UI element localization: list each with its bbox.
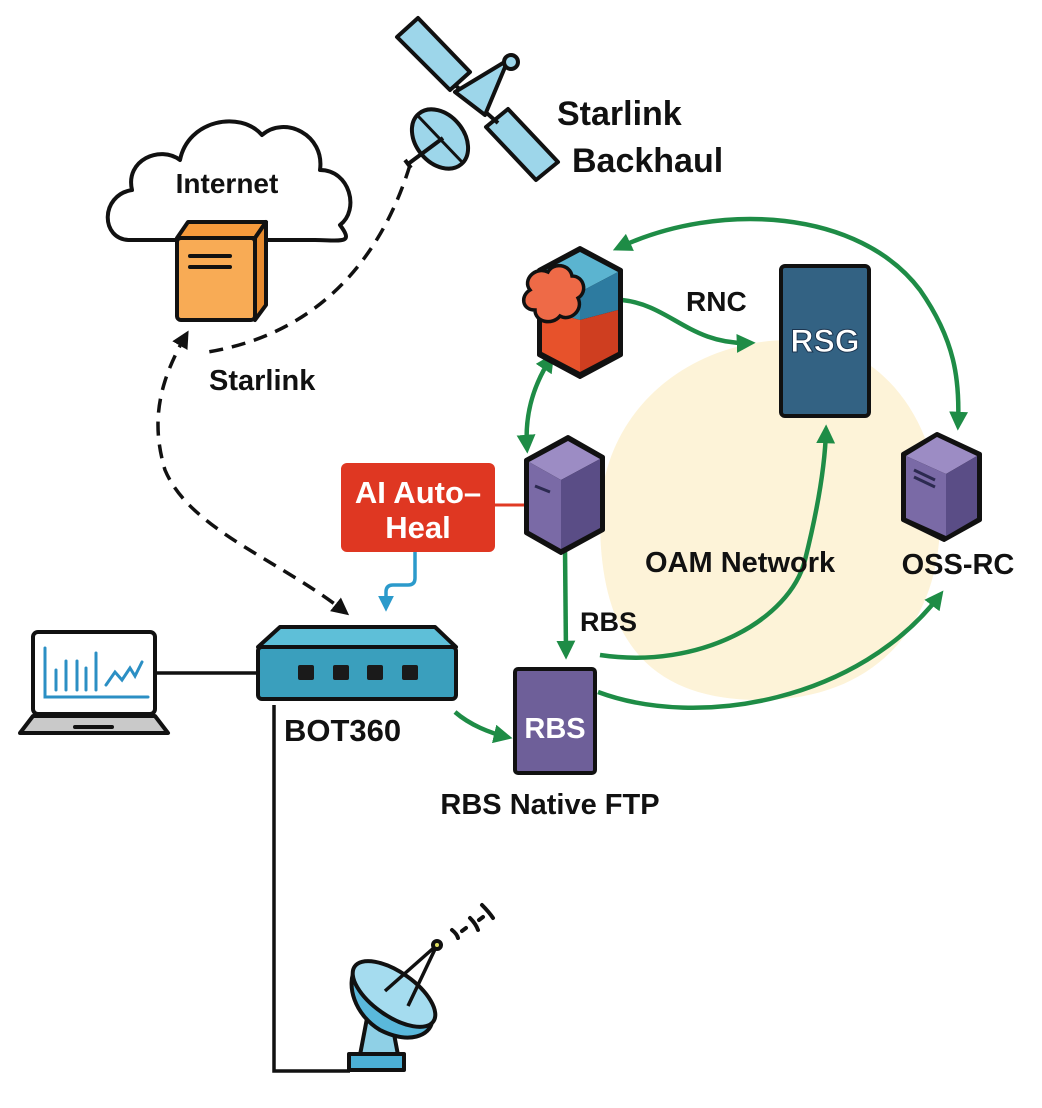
ai-auto-heal[interactable]: AI Auto– Heal <box>341 463 495 552</box>
satellite-icon <box>395 16 560 182</box>
laptop[interactable] <box>18 630 170 735</box>
brain-icon <box>522 263 586 324</box>
ai-label-line2: Heal <box>385 510 450 545</box>
ai-label-line1: AI Auto– <box>355 475 481 510</box>
starlink-link <box>156 330 350 616</box>
rack-icon <box>513 667 597 775</box>
rbs-oss-link <box>597 590 944 711</box>
oam-rbs-link <box>556 547 576 660</box>
rnc-server[interactable]: RNC <box>522 246 747 379</box>
signal-waves-icon <box>450 903 495 940</box>
bot360-dish-link <box>272 705 350 1073</box>
rbs-rsg-link <box>599 424 836 660</box>
rsg[interactable]: RSG <box>779 264 871 418</box>
bot360-label: BOT360 <box>284 713 401 748</box>
rbs-native-ftp-label: RBS Native FTP <box>440 789 659 821</box>
rbs-link-label: RBS <box>580 607 637 637</box>
bot360[interactable]: BOT360 <box>256 625 458 748</box>
bot360-rbs-link <box>453 710 513 744</box>
ai-auto-heal-box <box>341 463 495 552</box>
port-icon <box>402 665 418 680</box>
server-icon <box>175 220 268 322</box>
internet-server[interactable] <box>175 220 268 322</box>
internet-label: Internet <box>176 168 279 199</box>
port-icon <box>333 665 349 680</box>
port-icon <box>298 665 314 680</box>
rnc-rsg-link <box>621 297 756 353</box>
starlink-link-label: Starlink <box>209 365 316 397</box>
oss-rc-label: OSS-RC <box>902 549 1015 581</box>
oss-rnc-link <box>612 216 969 431</box>
satellite-label-line2: Backhaul <box>572 142 723 180</box>
rbs[interactable]: RBS RBS Native FTP <box>440 667 660 821</box>
satellite-dish-icon <box>347 939 443 1072</box>
internet-cloud[interactable]: Internet <box>105 119 353 243</box>
ai-bot360-link <box>378 552 417 612</box>
rsg-label: RSG <box>790 323 859 359</box>
oam-server[interactable] <box>524 435 605 555</box>
rack-icon <box>779 264 871 418</box>
server-cube-icon <box>901 432 982 542</box>
oss-rc[interactable]: OSS-RC <box>901 432 1015 581</box>
rnc-oam-link <box>516 353 555 454</box>
cloud-icon <box>105 119 353 243</box>
oam-network-label: OAM Network <box>645 547 836 579</box>
port-icon <box>367 665 383 680</box>
satellite[interactable]: Starlink Backhaul <box>395 16 723 182</box>
rnc-label: RNC <box>686 286 747 317</box>
laptop-chart-icon <box>18 630 170 735</box>
satellite-label-line1: Starlink <box>557 95 682 133</box>
rbs-box-label: RBS <box>524 713 585 745</box>
dish[interactable] <box>342 903 495 1072</box>
server-cube-icon <box>524 435 605 555</box>
router-icon <box>256 625 458 701</box>
